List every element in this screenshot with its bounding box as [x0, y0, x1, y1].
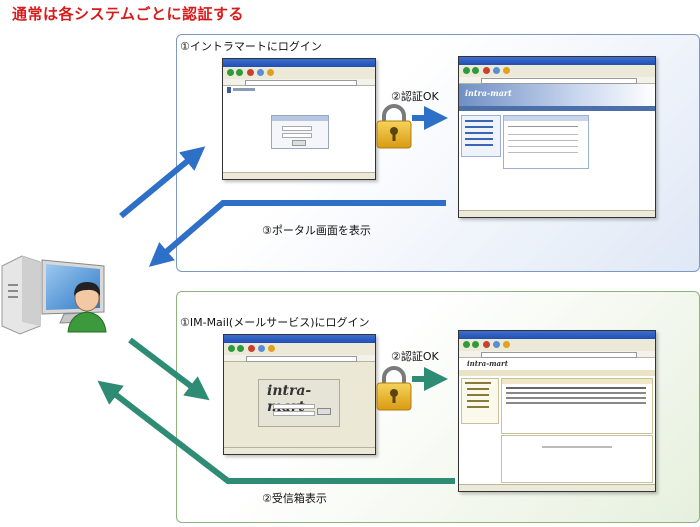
- user-icon: [67, 282, 107, 333]
- arrow-to-intramart-login: [119, 146, 206, 219]
- arrow-inbox-to-user: [97, 380, 455, 484]
- immail-login-dialog: intra-mart: [258, 379, 340, 427]
- portal-side-menu: [461, 115, 501, 157]
- mail-preview-pane: [501, 435, 653, 483]
- portal-display-label: ③ポータル画面を表示: [262, 224, 371, 237]
- immail-auth-ok-label: ②認証OK: [391, 350, 439, 363]
- login-form: [271, 115, 329, 149]
- intramart-login-label: ①イントラマートにログイン: [180, 40, 322, 53]
- intramart-login-screenshot: [222, 58, 376, 180]
- intramart-small-logo: [227, 87, 257, 93]
- diagram-title: 通常は各システムごとに認証する: [12, 5, 245, 23]
- lock-icon: [376, 366, 412, 411]
- arrow-to-immail-login: [128, 337, 210, 401]
- immail-login-screenshot: intra-mart: [223, 334, 376, 455]
- arrow-portal-to-user: [148, 200, 446, 267]
- portal-header-banner: intra-mart: [459, 84, 655, 106]
- mail-folder-tree: [461, 378, 499, 424]
- portal-content-table: [503, 115, 589, 169]
- inbox-display-label: ②受信箱表示: [262, 492, 327, 505]
- immail-login-label: ①IM-Mail(メールサービス)にログイン: [180, 316, 370, 329]
- intramart-auth-ok-label: ②認証OK: [391, 90, 439, 103]
- intramart-portal-screenshot: intra-mart: [458, 56, 656, 218]
- mail-message-list: [501, 378, 653, 434]
- lock-icon: [376, 104, 412, 149]
- immail-inbox-screenshot: intra-mart: [458, 330, 656, 492]
